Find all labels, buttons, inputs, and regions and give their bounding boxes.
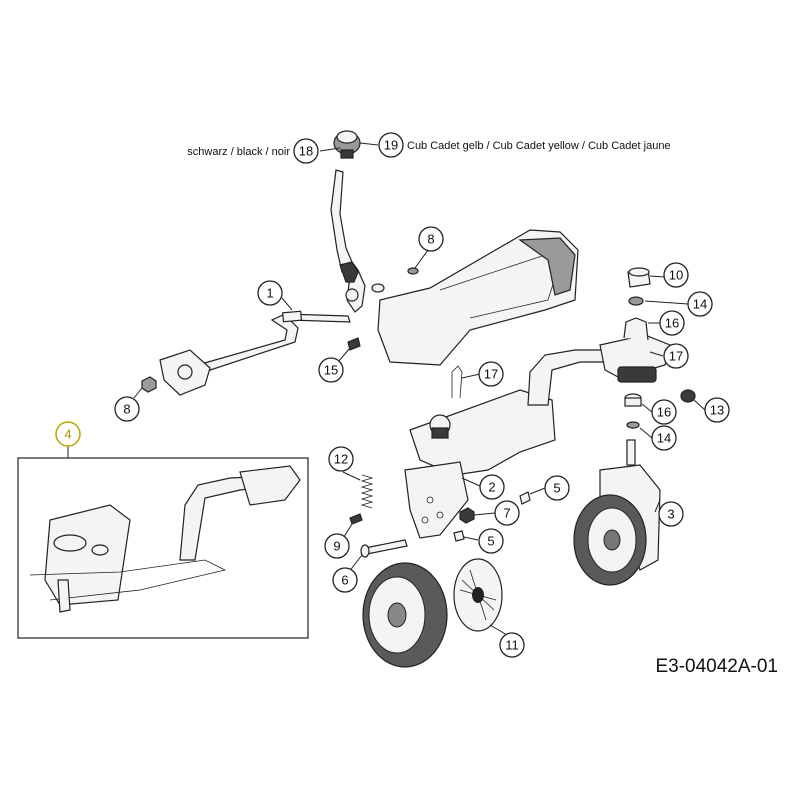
callout-14-bottom[interactable]: 14 xyxy=(651,425,677,451)
caster-wheel xyxy=(573,494,647,586)
washer-part-14-top xyxy=(628,296,644,306)
svg-text:14: 14 xyxy=(657,431,671,446)
callout-16-top[interactable]: 16 xyxy=(659,310,685,336)
svg-text:16: 16 xyxy=(665,316,679,331)
callout-17-center[interactable]: 17 xyxy=(478,361,504,387)
callout-8-left[interactable]: 8 xyxy=(114,396,140,422)
svg-text:17: 17 xyxy=(669,349,683,364)
callout-8-top[interactable]: 8 xyxy=(418,226,444,252)
svg-text:8: 8 xyxy=(123,402,130,417)
callout-13[interactable]: 13 xyxy=(704,397,730,423)
svg-text:19: 19 xyxy=(384,138,398,153)
spring-pin-part-17 xyxy=(451,365,463,399)
svg-text:10: 10 xyxy=(669,268,683,283)
bushing-part-16-bottom xyxy=(624,393,642,407)
swivel-head-plate xyxy=(599,334,671,383)
front-frame-bracket xyxy=(404,389,556,539)
screw-part-5-right xyxy=(519,491,531,505)
hubcap-part-11 xyxy=(453,558,503,632)
svg-text:6: 6 xyxy=(341,573,348,588)
diagram-reference-code: E3-04042A-01 xyxy=(655,656,778,677)
svg-text:12: 12 xyxy=(334,452,348,467)
svg-text:3: 3 xyxy=(667,507,674,522)
callout-10[interactable]: 10 xyxy=(663,262,689,288)
svg-text:16: 16 xyxy=(657,405,671,420)
rear-bracket-plate xyxy=(159,349,211,396)
callout-2[interactable]: 2 xyxy=(479,474,505,500)
svg-text:5: 5 xyxy=(487,534,494,549)
callout-18[interactable]: 18 xyxy=(293,138,319,164)
height-adjust-lever xyxy=(330,169,385,313)
svg-text:7: 7 xyxy=(503,506,510,521)
callout-15[interactable]: 15 xyxy=(318,357,344,383)
callout-4[interactable]: 4 xyxy=(55,421,81,447)
callout-6[interactable]: 6 xyxy=(332,567,358,593)
bolt-part-7 xyxy=(459,507,475,524)
svg-text:9: 9 xyxy=(333,539,340,554)
callout-7[interactable]: 7 xyxy=(494,500,520,526)
svg-text:15: 15 xyxy=(324,363,338,378)
cap-part-10 xyxy=(627,267,651,288)
callout-12[interactable]: 12 xyxy=(328,446,354,472)
callout-3[interactable]: 3 xyxy=(658,501,684,527)
callout-17-right[interactable]: 17 xyxy=(663,343,689,369)
callout-11[interactable]: 11 xyxy=(499,632,525,658)
pin-part-9 xyxy=(349,513,363,525)
axle-bolt-part-6 xyxy=(360,539,408,558)
nut-part-8-left xyxy=(141,376,157,393)
rear-axle-rod xyxy=(178,310,351,379)
svg-text:8: 8 xyxy=(427,232,434,247)
color-label-black: schwarz / black / noir xyxy=(187,146,290,158)
svg-text:11: 11 xyxy=(505,638,519,653)
inset-box-part-4 xyxy=(17,446,309,639)
callout-19[interactable]: 19 xyxy=(378,132,404,158)
svg-text:4: 4 xyxy=(64,427,71,442)
swivel-tube xyxy=(527,349,611,406)
callout-14-top[interactable]: 14 xyxy=(687,291,713,317)
screw-part-5-center xyxy=(453,530,465,542)
washer-part-14-bottom xyxy=(626,421,640,429)
svg-text:2: 2 xyxy=(488,480,495,495)
callout-5-center[interactable]: 5 xyxy=(478,528,504,554)
svg-text:5: 5 xyxy=(553,481,560,496)
svg-text:18: 18 xyxy=(299,144,313,159)
svg-text:14: 14 xyxy=(693,297,707,312)
screw-part-15 xyxy=(347,337,361,351)
washer-part-8-top xyxy=(407,267,419,275)
cap-part-13 xyxy=(680,389,696,403)
leader-lines xyxy=(133,142,706,636)
svg-text:1: 1 xyxy=(266,286,273,301)
callout-5-right[interactable]: 5 xyxy=(544,475,570,501)
lever-knob xyxy=(333,130,361,159)
rear-wheel xyxy=(362,562,448,668)
spring-part-12 xyxy=(360,474,374,509)
svg-text:17: 17 xyxy=(484,367,498,382)
color-label-yellow: Cub Cadet gelb / Cub Cadet yellow / Cub … xyxy=(407,140,671,152)
callout-9[interactable]: 9 xyxy=(324,533,350,559)
svg-text:13: 13 xyxy=(710,403,724,418)
callout-1[interactable]: 1 xyxy=(257,280,283,306)
u-bolt-part-16-top xyxy=(623,317,649,341)
deck-housing xyxy=(377,229,579,366)
callout-16-bottom[interactable]: 16 xyxy=(651,399,677,425)
